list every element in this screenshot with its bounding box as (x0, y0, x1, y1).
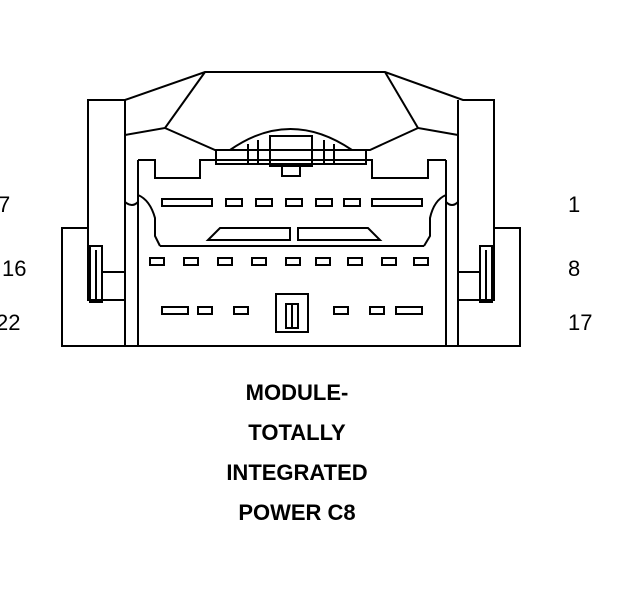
pin-label-right-top: 1 (568, 192, 581, 217)
pin-label-left-top: 7 (0, 192, 11, 217)
center-terminal (275, 293, 309, 333)
right-lock-tab (458, 228, 495, 301)
cavity-outline (138, 159, 446, 179)
pin-label-right-middle: 8 (568, 256, 581, 281)
left-latch (89, 245, 103, 303)
center-latch (229, 128, 353, 151)
caption-line-3: INTEGRATED (226, 460, 368, 485)
right-latch (479, 245, 493, 303)
key-slot-right (297, 227, 383, 241)
pin-label-left-middle: 16 (2, 256, 27, 281)
caption-line-4: POWER C8 (238, 500, 356, 525)
pin-label-right-bottom: 17 (568, 310, 593, 335)
pin-label-left-bottom: 22 (0, 310, 21, 335)
left-lock-tab (87, 228, 125, 301)
key-slot-left (205, 227, 291, 241)
caption-line-1: MODULE- (245, 380, 349, 405)
terminal-row1 (161, 198, 213, 207)
caption-line-2: TOTALLY (248, 420, 346, 445)
terminal-row2 (149, 257, 165, 266)
top-cap (124, 71, 206, 136)
terminal-row3 (161, 306, 189, 315)
